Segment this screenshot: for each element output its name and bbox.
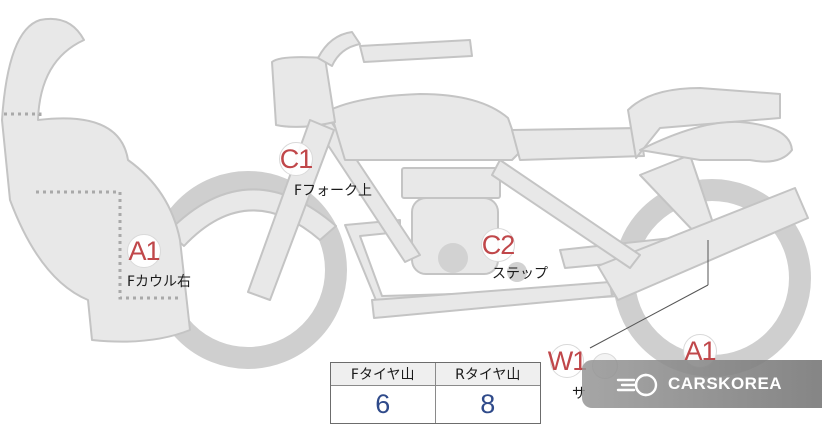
front-tread-value: 6 bbox=[331, 386, 436, 423]
label-step: ステップ bbox=[492, 266, 548, 282]
marker-w1: W1 bbox=[548, 344, 587, 378]
watermark-text: CARSKOREA bbox=[668, 374, 783, 393]
label-cowl-right: Fカウル右 bbox=[127, 274, 192, 290]
rear-tread-header: Rタイヤ山 bbox=[435, 363, 540, 386]
rear-tread-value: 8 bbox=[480, 389, 496, 419]
front-tread-header: Fタイヤ山 bbox=[331, 363, 436, 386]
marker-a1-front: A1 bbox=[127, 234, 161, 268]
carskorea-watermark: CARSKOREA bbox=[582, 360, 822, 408]
label-fork-upper: Fフォーク上 bbox=[294, 183, 373, 199]
marker-c2: C2 bbox=[481, 228, 515, 262]
tread-depth-table: Fタイヤ山 Rタイヤ山 6 8 bbox=[330, 362, 541, 424]
carskorea-logo-icon bbox=[616, 373, 658, 397]
marker-c1: C1 bbox=[279, 142, 313, 176]
